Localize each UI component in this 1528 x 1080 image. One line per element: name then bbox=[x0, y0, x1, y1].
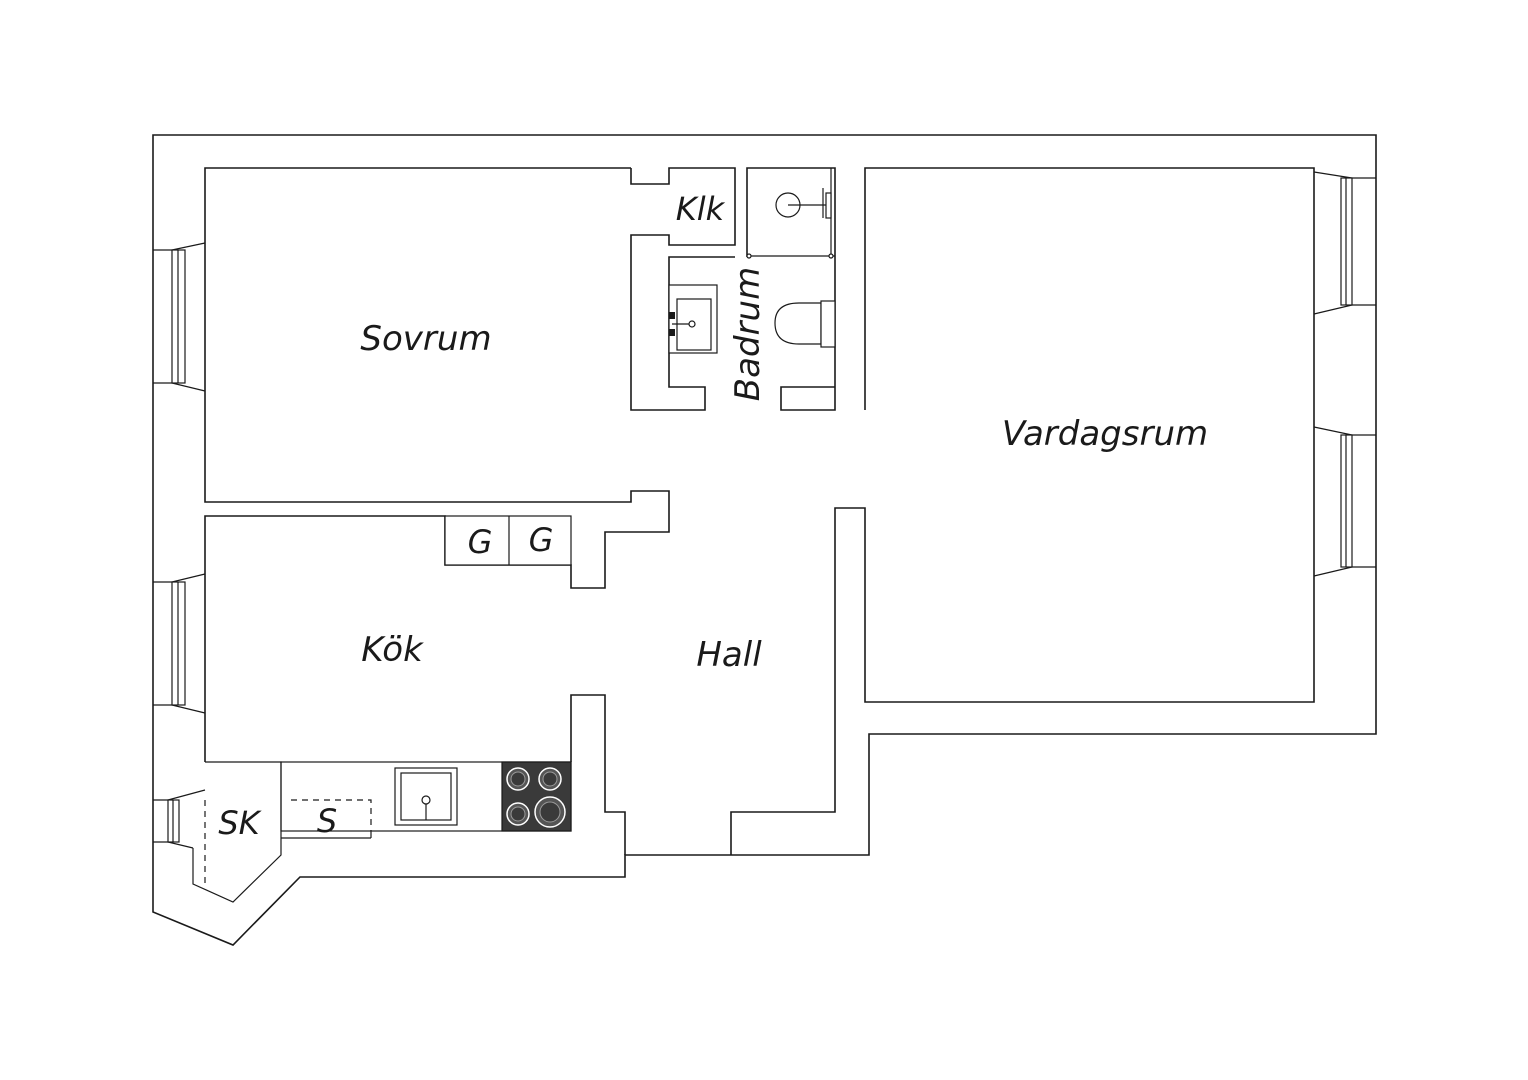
sovrum-wall bbox=[204, 167, 670, 762]
room-label-garderob-2: G bbox=[529, 521, 554, 559]
room-label-sovrum: Sovrum bbox=[360, 319, 491, 359]
room-label-skap: S bbox=[317, 802, 337, 840]
hall-wall bbox=[570, 694, 626, 855]
skap-dash bbox=[291, 799, 372, 830]
toilet-icon bbox=[774, 300, 836, 348]
room-label-kok: Kök bbox=[361, 630, 424, 670]
sovrum-closet-wall bbox=[630, 167, 736, 411]
window-icon bbox=[153, 242, 206, 392]
room-label-hall: Hall bbox=[696, 635, 762, 675]
kitchen-counter-edge bbox=[192, 761, 282, 903]
window-icon bbox=[1313, 426, 1376, 577]
room-label-skafferi: SK bbox=[218, 804, 262, 842]
room-label-garderob-1: G bbox=[468, 523, 493, 561]
badrum-wall bbox=[746, 167, 836, 411]
window-icon bbox=[1313, 171, 1376, 315]
room-label-klk: Klk bbox=[676, 190, 726, 228]
kitchen-sink-icon bbox=[394, 767, 458, 826]
sink-icon bbox=[668, 284, 718, 354]
window-icon bbox=[153, 573, 206, 714]
shower-icon bbox=[775, 188, 832, 219]
room-label-vardagsrum: Vardagsrum bbox=[1002, 414, 1208, 454]
window-icon bbox=[153, 789, 206, 849]
vardagsrum-wall bbox=[730, 167, 1315, 855]
room-label-badrum: Badrum bbox=[728, 267, 768, 401]
garderob-box bbox=[444, 515, 572, 566]
stove-icon bbox=[501, 761, 572, 832]
